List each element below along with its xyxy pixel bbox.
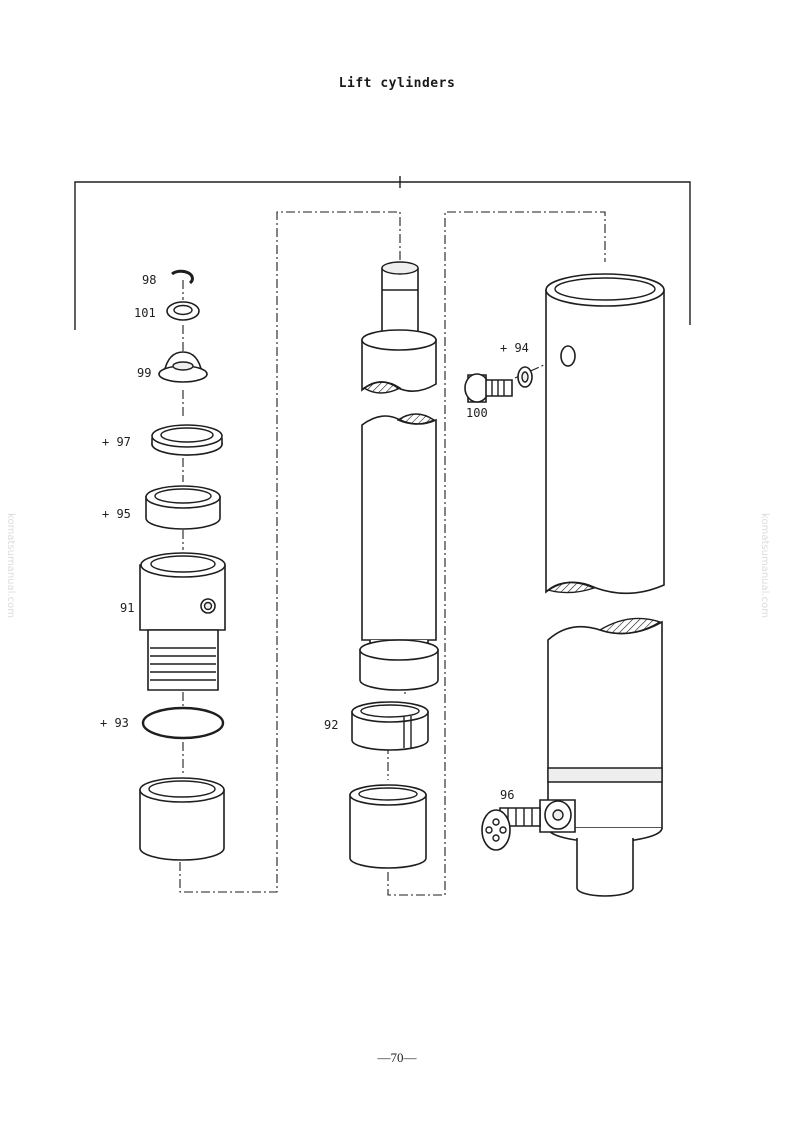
part-100-bolt	[464, 373, 513, 403]
part-96-fitting	[481, 799, 576, 851]
part-91-gland	[139, 552, 226, 691]
part-92-split-bushing	[351, 701, 429, 751]
page-number: —70—	[377, 1050, 417, 1065]
callout-97: + 97	[102, 435, 131, 449]
part-95-collar	[145, 485, 221, 530]
callout-95: + 95	[102, 507, 131, 521]
callout-91: 91	[120, 601, 134, 615]
bushing-left	[139, 777, 225, 861]
page-title: Lift cylinders	[338, 76, 456, 91]
callout-93: + 93	[100, 716, 129, 730]
callout-92: 92	[324, 718, 338, 732]
piston-rod	[359, 261, 439, 691]
part-99-ball-seat	[158, 351, 208, 383]
cylinder-tube-lower	[547, 617, 663, 897]
callout-94: + 94	[500, 341, 529, 355]
callout-98: 98	[142, 273, 156, 287]
part-93-o-ring	[141, 706, 225, 740]
callout-96: 96	[500, 788, 514, 802]
part-98-snap-ring	[171, 269, 194, 285]
part-94-washer	[517, 366, 533, 388]
callout-101: 101	[134, 306, 156, 320]
cylinder-tube-upper	[545, 273, 665, 595]
callout-99: 99	[137, 366, 151, 380]
callout-100: 100	[466, 406, 488, 420]
part-101-ring	[166, 301, 200, 321]
callout-labels: 98 101 99 + 97 + 95 91 + 93 92 + 94 100 …	[100, 273, 529, 802]
bushing-middle	[349, 784, 427, 869]
assembly-bracket	[74, 176, 691, 330]
part-97-seal	[151, 424, 223, 456]
